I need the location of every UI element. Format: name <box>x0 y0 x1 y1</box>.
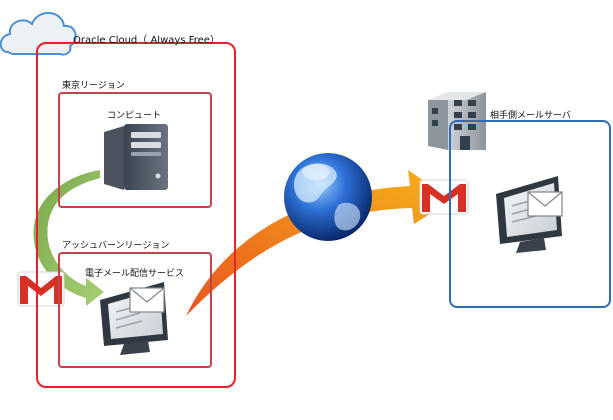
recipient-server-frame <box>449 120 611 308</box>
monitor-mail-icon <box>496 176 563 253</box>
tokyo-region-label: 東京リージョン <box>62 81 125 91</box>
monitor-mail-icon <box>100 282 168 355</box>
globe-icon <box>284 153 372 241</box>
ashburn-region-frame <box>58 252 212 368</box>
gmail-icon <box>419 179 469 215</box>
gmail-icon <box>17 271 65 307</box>
cloud-icon <box>0 12 77 56</box>
oracle-cloud-title: Oracle Cloud（ Always Free） <box>73 35 220 46</box>
ashburn-region-label: アッシュバーンリージョン <box>62 241 170 251</box>
tokyo-region-frame <box>58 92 212 208</box>
orange-flow-arrow <box>186 170 452 316</box>
server-tower-icon <box>104 124 168 190</box>
recipient-mail-server-label: 相手側メールサーバ <box>490 111 571 121</box>
email-delivery-service-label: 電子メール配信サービス <box>85 269 185 279</box>
oracle-cloud-frame <box>36 42 236 388</box>
compute-label: コンピュート <box>107 111 162 121</box>
